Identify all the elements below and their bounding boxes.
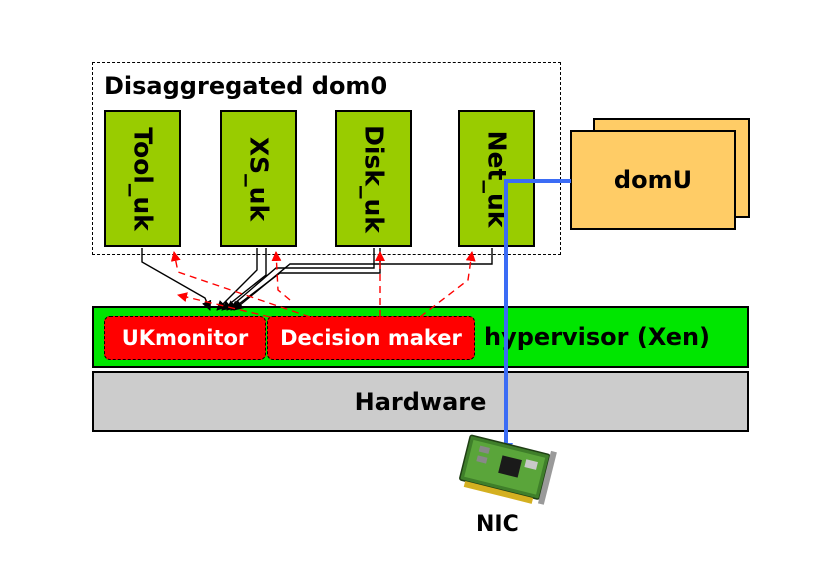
disk-uk-box: Disk_uk [335,110,412,247]
tool-uk-label: Tool_uk [128,126,157,231]
tool-uk-box: Tool_uk [104,110,181,247]
tool-to-monitor-link [141,248,212,311]
hardware-bar: Hardware [92,371,749,432]
disk-to-monitor-link-a [226,248,375,311]
disk-to-monitor-link-b [230,248,381,311]
decision-to-xs-link [271,251,291,301]
xs-uk-box: XS_uk [220,110,297,247]
monitor-links [141,248,493,311]
disk-uk-label: Disk_uk [359,124,388,233]
xs-uk-label: XS_uk [244,136,273,221]
network-card-icon [459,434,557,505]
decision-maker-box: Decision maker [267,316,475,360]
net-uk-label: Net_uk [482,130,511,227]
ukmonitor-box: UKmonitor [104,316,266,360]
net-to-monitor-link [233,248,493,311]
dom0-title: Disaggregated dom0 [104,72,388,100]
net-uk-box: Net_uk [458,110,535,247]
nic-label: NIC [476,512,519,537]
domu-box: domU [570,130,736,230]
xs-to-monitor-link-b [221,248,267,311]
xs-to-monitor-link-a [216,248,258,311]
hypervisor-label: hypervisor (Xen) [484,323,711,351]
